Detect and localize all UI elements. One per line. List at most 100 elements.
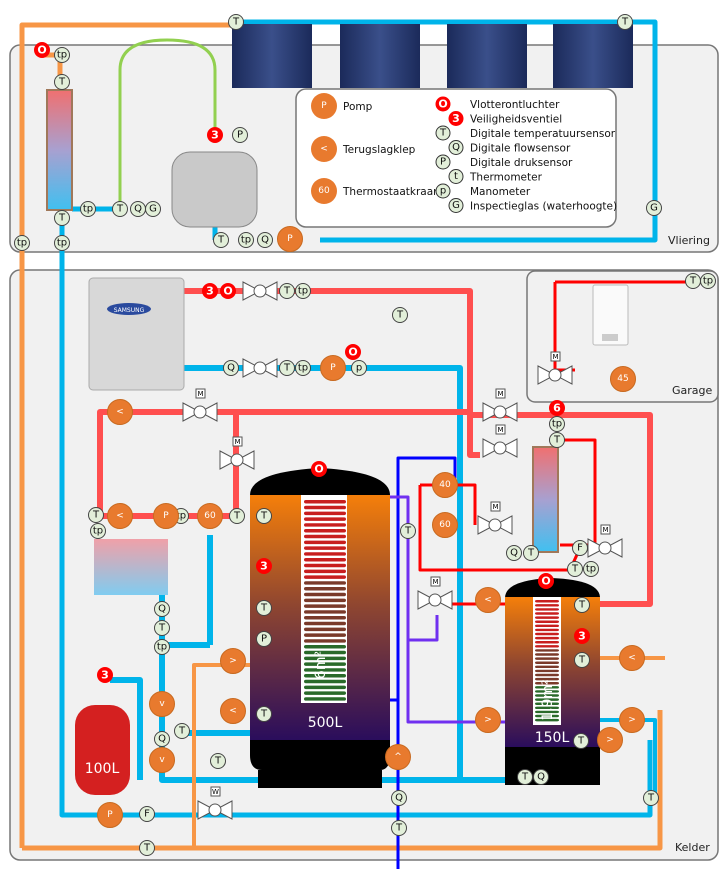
fitting-label: 60 bbox=[204, 511, 216, 521]
sensor-label: T bbox=[404, 526, 412, 537]
buffer-tank-500l: 500L 6m² bbox=[250, 468, 390, 788]
heat-exchanger-coil-turn bbox=[304, 645, 346, 649]
sensor-T-icon bbox=[256, 706, 272, 722]
fitting-label: 45 bbox=[617, 374, 628, 384]
valve-ball bbox=[230, 453, 244, 467]
pipe bbox=[22, 710, 663, 851]
sensor-label: Q bbox=[158, 734, 166, 745]
valve-actuator bbox=[550, 351, 561, 362]
valve-actuator bbox=[490, 501, 501, 512]
legend-symbol-7 bbox=[448, 198, 464, 213]
sensor-T-icon bbox=[400, 523, 416, 539]
sensor-label: T bbox=[571, 564, 579, 575]
valve-body bbox=[258, 358, 278, 378]
sensor-label: G bbox=[149, 204, 157, 215]
pipe bbox=[160, 740, 653, 818]
heat-pump: SAMSUNG bbox=[88, 277, 185, 391]
sensor-T-icon bbox=[392, 307, 408, 323]
fitting-label: 40 bbox=[439, 480, 451, 490]
heat-exchanger-coil-turn bbox=[304, 633, 346, 637]
heat-exchanger-coil-turn bbox=[535, 608, 559, 611]
sensor-label: tp bbox=[298, 363, 308, 374]
sensor-tp-icon bbox=[583, 561, 599, 577]
pipe bbox=[110, 677, 143, 780]
heat-exchanger-coil-turn bbox=[304, 616, 346, 620]
air-vent-icon bbox=[34, 42, 50, 58]
valve-body bbox=[603, 538, 623, 558]
sensor-label: T bbox=[178, 726, 186, 737]
valve-body bbox=[197, 800, 217, 820]
buffer-coil-area: 6m² bbox=[313, 651, 329, 679]
heat-exchanger-coil-turn bbox=[535, 620, 559, 623]
sensor-T-icon bbox=[573, 733, 589, 749]
legend-item-label: Digitale druksensor bbox=[470, 157, 573, 169]
legend-symbol-4 bbox=[435, 154, 451, 170]
safety-label: 6 bbox=[553, 402, 561, 415]
valve-ball bbox=[598, 541, 612, 555]
air-vent-icon bbox=[311, 461, 327, 477]
sensor-tp-icon bbox=[90, 523, 106, 539]
fitting-label: > bbox=[606, 735, 614, 745]
sensor-label: tp bbox=[298, 286, 308, 297]
pipe bbox=[408, 615, 439, 642]
valve-actuator-label: M bbox=[234, 438, 240, 446]
heat-exchanger-coil-turn bbox=[535, 628, 559, 632]
valve-ball bbox=[493, 405, 507, 419]
heat-exchanger-coil-turn bbox=[304, 505, 346, 510]
solar-bypass-pipe bbox=[118, 38, 217, 209]
legend-symbol-6 bbox=[435, 183, 451, 199]
heat-exchanger-coil-turn bbox=[304, 534, 346, 539]
heat-exchanger-coil-turn bbox=[304, 598, 346, 603]
heat-exchanger-coil-turn bbox=[535, 702, 559, 705]
heat-exchanger-coil-turn bbox=[304, 511, 346, 516]
fitting-label: P bbox=[163, 511, 169, 521]
pipe bbox=[97, 409, 470, 515]
heat-exchanger-coil-turn bbox=[535, 677, 559, 681]
fitting-label: < bbox=[116, 407, 124, 417]
safety-valve-icon bbox=[97, 667, 113, 683]
legend-item-label: Inspectieglas (waterhoogte) bbox=[470, 201, 617, 213]
legend-symbol-3 bbox=[448, 140, 464, 155]
legend-symbol-0 bbox=[435, 96, 451, 112]
thermostatic-valve-icon bbox=[610, 366, 636, 392]
sensor-Q-icon bbox=[154, 731, 170, 747]
heat-exchanger-coil-turn bbox=[535, 641, 559, 644]
sensor-label: Q bbox=[227, 363, 235, 374]
sensor-tp-icon bbox=[295, 360, 311, 376]
sensor-label: tp bbox=[93, 526, 103, 537]
sensor-label: T bbox=[143, 843, 151, 854]
heat-exchanger-coil-turn bbox=[304, 575, 346, 579]
legend-symbol-2 bbox=[435, 125, 451, 141]
valve-body bbox=[482, 438, 502, 458]
sensor-P-icon bbox=[256, 631, 272, 647]
pipe bbox=[184, 288, 480, 458]
legend-item-label: Vlotterontluchter bbox=[470, 99, 560, 111]
sensor-Q-icon bbox=[506, 545, 522, 561]
legend-symbol-5 bbox=[448, 169, 464, 184]
sensor-label: p bbox=[356, 363, 362, 374]
solar-panel bbox=[340, 24, 420, 88]
sensor-T-icon bbox=[391, 820, 407, 836]
sensor-label: tp bbox=[83, 204, 93, 215]
safety-valve-icon bbox=[549, 400, 565, 416]
safety-valve-icon bbox=[207, 127, 223, 143]
heat-exchanger-coil-turn bbox=[535, 645, 559, 648]
sensor-label: F bbox=[144, 809, 150, 820]
sensor-label: G bbox=[650, 203, 658, 214]
fitting-label: < bbox=[628, 653, 636, 663]
valve-actuator-label: M bbox=[492, 503, 498, 511]
heat-exchanger-coil-turn bbox=[535, 710, 559, 714]
sensor-tp-icon bbox=[238, 232, 254, 248]
heat-exchanger-coil-turn bbox=[304, 563, 346, 568]
heat-exchanger-coil-turn bbox=[535, 636, 559, 640]
safety-label: O bbox=[541, 575, 550, 588]
boiler-tank-volume: 150L bbox=[535, 730, 570, 746]
legend-symbol-text: t bbox=[454, 171, 458, 182]
legend-item-label: Thermometer bbox=[469, 172, 543, 184]
sensor-T-icon bbox=[228, 14, 244, 30]
legend-pump-label: Pomp bbox=[343, 101, 373, 113]
sensor-T-icon bbox=[567, 561, 583, 577]
sensor-label: Q bbox=[134, 204, 142, 215]
